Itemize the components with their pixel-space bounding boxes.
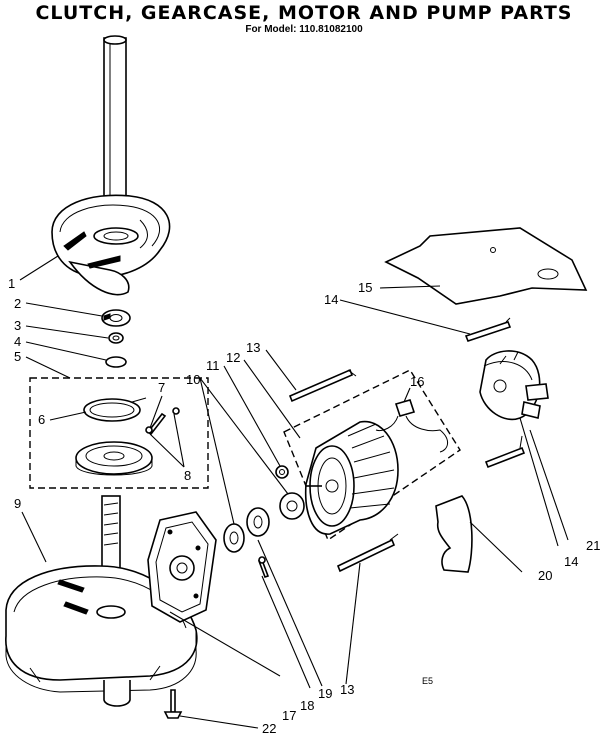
part-labels: 1 2 3 4 5 6 7 8 9 10 11 12 13 13 14 14 1… — [8, 276, 600, 736]
pump-rod-lower — [484, 435, 526, 469]
label-14a: 14 — [324, 292, 338, 307]
label-2: 2 — [14, 296, 21, 311]
pump — [479, 350, 549, 421]
label-3: 3 — [14, 318, 21, 333]
motor-switch — [375, 399, 448, 453]
washer — [108, 332, 124, 344]
bearing — [101, 309, 131, 327]
label-16: 16 — [410, 374, 424, 389]
strap-upper — [288, 368, 357, 403]
label-18: 18 — [300, 698, 314, 713]
shield — [435, 495, 473, 573]
label-5: 5 — [14, 349, 21, 364]
plate-screw — [257, 556, 270, 579]
clutch-group-box — [29, 377, 209, 489]
clutch-band — [83, 397, 147, 422]
label-8: 8 — [184, 468, 191, 483]
label-6: 6 — [38, 412, 45, 427]
coupling — [223, 507, 270, 553]
pump-rod-upper — [464, 317, 512, 342]
clutch-screw — [145, 407, 180, 436]
label-22: 22 — [262, 721, 276, 736]
nut — [275, 465, 289, 479]
label-4: 4 — [14, 334, 21, 349]
label-13a: 13 — [246, 340, 260, 355]
diagram-code: E5 — [422, 676, 433, 686]
label-9: 9 — [14, 496, 21, 511]
retaining-ring — [105, 356, 127, 368]
clutch-housing — [51, 194, 171, 296]
gearcase-screw — [163, 689, 183, 719]
label-17: 17 — [282, 708, 296, 723]
mounting-plate — [147, 511, 217, 623]
label-1: 1 — [8, 276, 15, 291]
motor-cover — [384, 227, 588, 305]
label-13b: 13 — [340, 682, 354, 697]
clutch-drum — [75, 441, 153, 476]
strap-lower — [336, 533, 399, 573]
label-7: 7 — [158, 380, 165, 395]
label-10: 10 — [186, 372, 200, 387]
label-15: 15 — [358, 280, 372, 295]
label-21: 21 — [586, 538, 600, 553]
motor-coupling — [279, 492, 305, 520]
label-19: 19 — [318, 686, 332, 701]
label-14b: 14 — [564, 554, 578, 569]
leader-lines — [19, 255, 569, 729]
label-11: 11 — [206, 358, 220, 373]
gearcase — [5, 495, 198, 707]
model-subtitle: For Model: 110.81082100 — [245, 24, 363, 35]
diagram-title: CLUTCH, GEARCASE, MOTOR AND PUMP PARTS — [35, 2, 573, 24]
motor — [304, 420, 399, 535]
label-20: 20 — [538, 568, 552, 583]
label-12: 12 — [226, 350, 240, 365]
